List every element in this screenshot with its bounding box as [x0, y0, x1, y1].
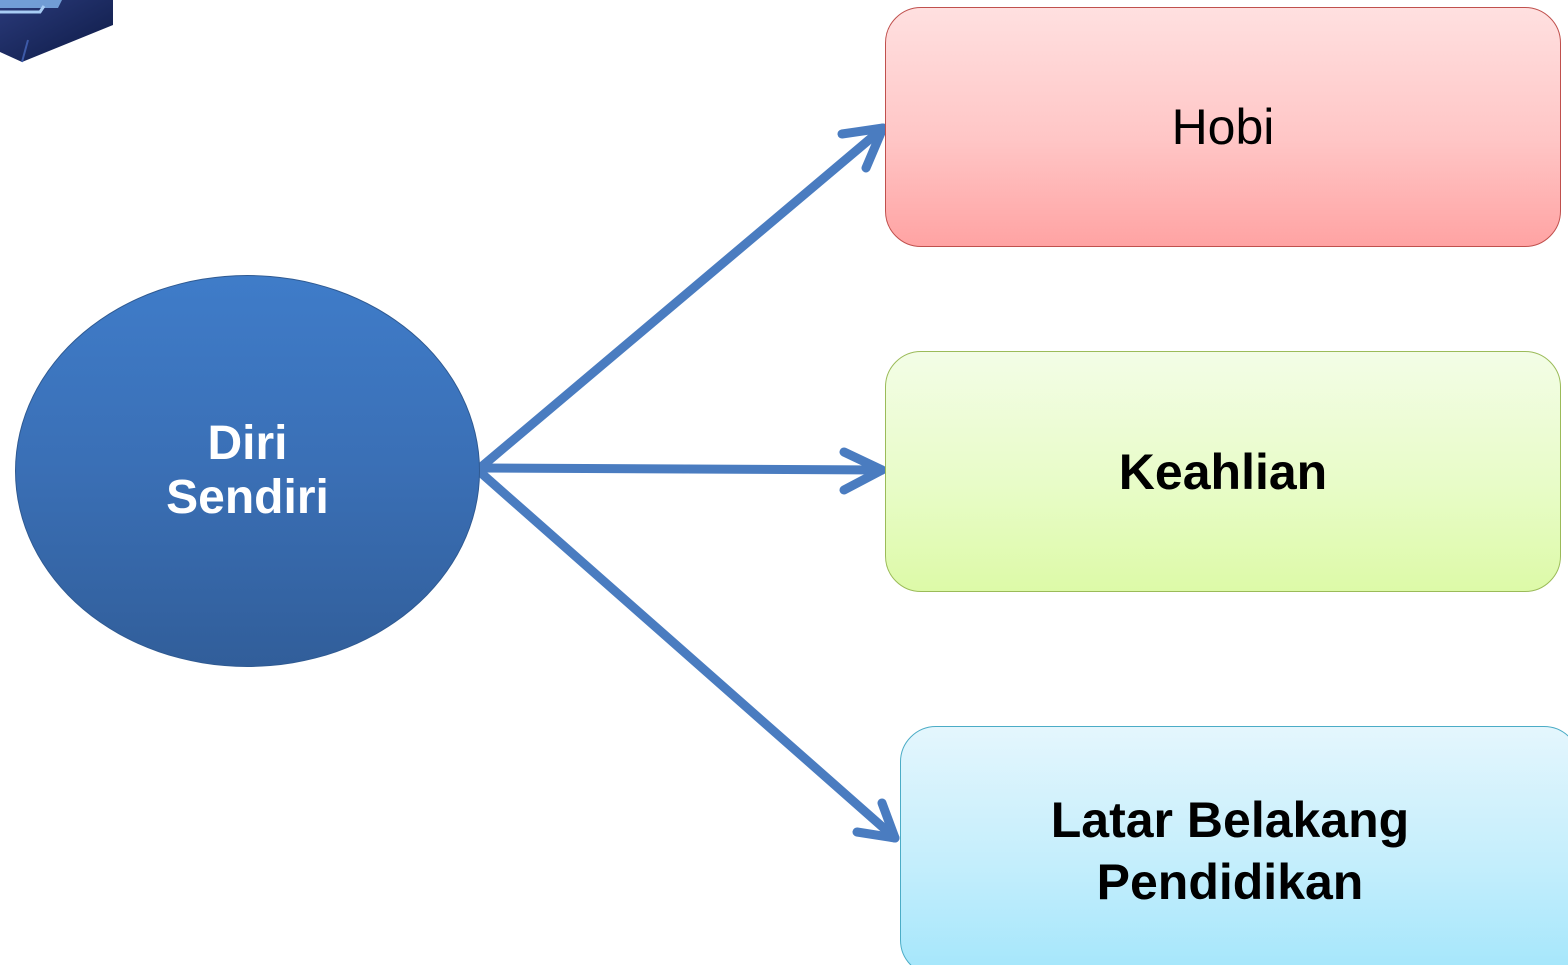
node-keahlian: Keahlian — [885, 351, 1561, 592]
node-hobi: Hobi — [885, 7, 1561, 247]
arrow-to-hobi — [475, 123, 888, 473]
center-node-label: Diri Sendiri — [166, 417, 329, 524]
arrowhead-keahlian — [839, 447, 887, 495]
corner-ornament-icon — [0, 0, 113, 63]
node-hobi-label: Hobi — [1171, 99, 1275, 155]
arrow-to-keahlian — [475, 463, 887, 475]
node-latar-label: Latar Belakang Pendidikan — [1050, 792, 1410, 910]
center-node-diri-sendiri: Diri Sendiri — [15, 275, 480, 667]
arrow-to-latar — [475, 467, 900, 843]
node-keahlian-label: Keahlian — [1118, 443, 1328, 500]
arrowhead-hobi — [837, 123, 888, 173]
arrowhead-latar — [852, 798, 900, 843]
node-latar-belakang-pendidikan: Latar Belakang Pendidikan — [900, 726, 1568, 965]
